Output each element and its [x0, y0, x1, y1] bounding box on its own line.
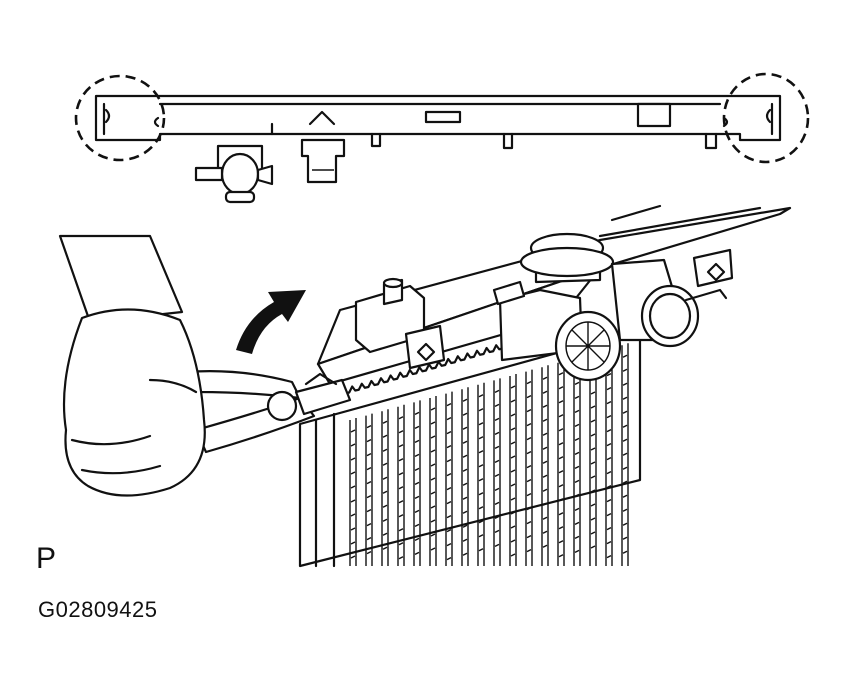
view-label: P	[36, 542, 57, 575]
radiator-core	[298, 328, 642, 568]
upper-tank-top-view	[94, 94, 782, 204]
hand-icon	[58, 234, 206, 497]
detail-circle-left	[74, 74, 166, 162]
figure-code: G02809425	[38, 597, 158, 622]
pliers-icon	[184, 370, 352, 454]
curved-arrow-icon	[236, 290, 306, 354]
detail-circle-right	[722, 72, 810, 164]
upper-tank	[316, 204, 792, 400]
